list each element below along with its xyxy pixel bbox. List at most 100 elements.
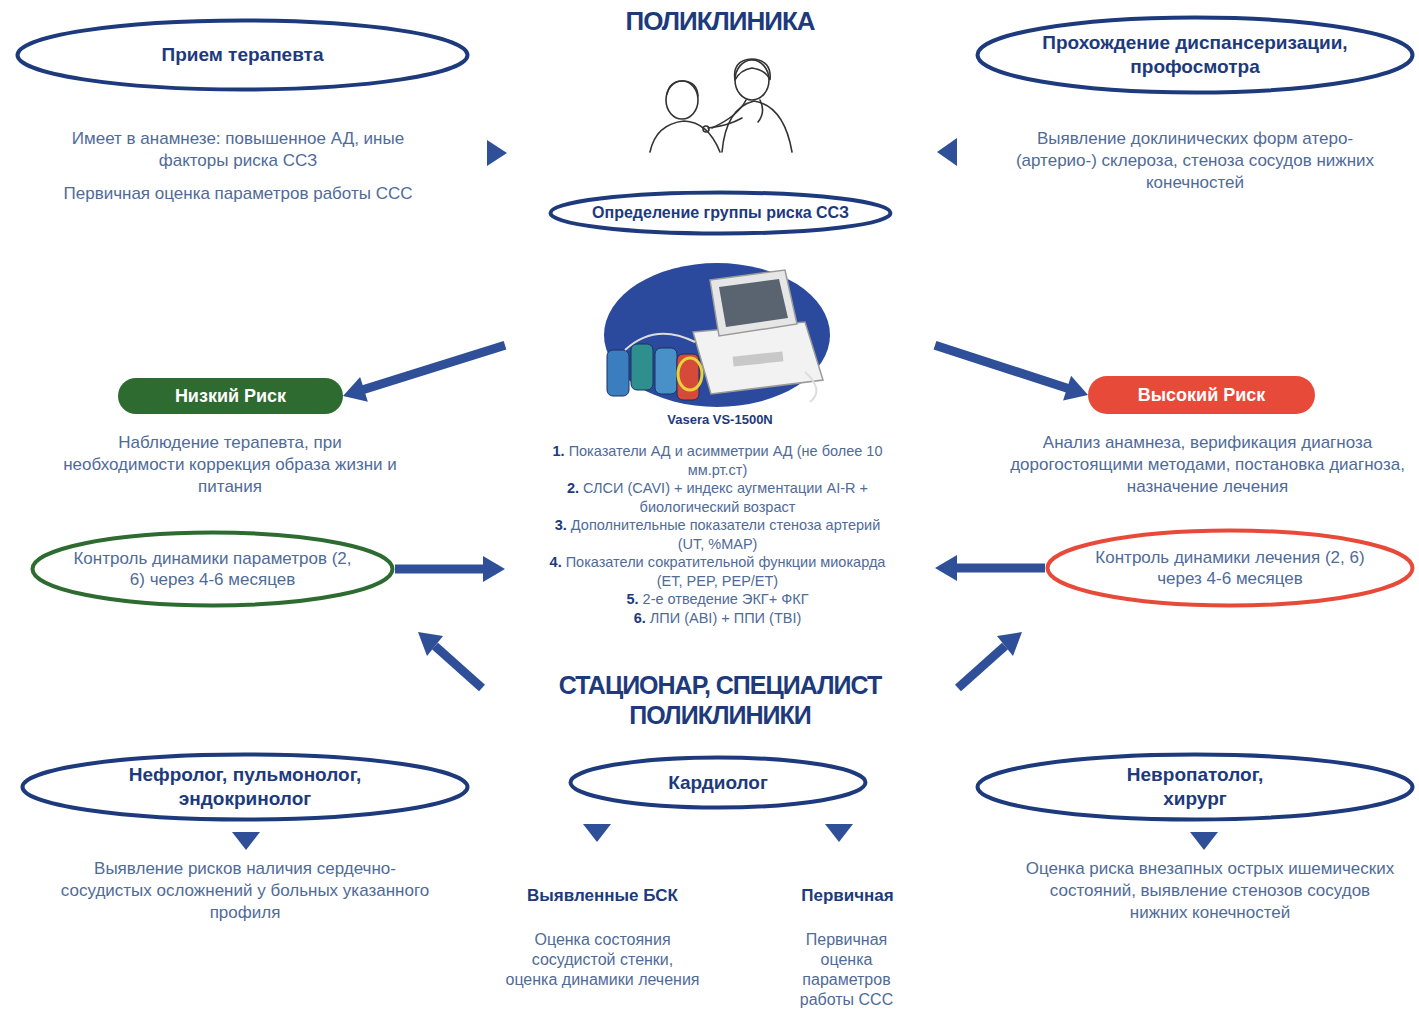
- item-text: Дополнительные показатели стеноза артери…: [571, 517, 880, 552]
- flow-arrow: [935, 555, 1045, 581]
- pointer-triangle: [583, 824, 611, 842]
- node-label: Прием терапевта: [162, 43, 324, 67]
- stethoscope: [712, 100, 763, 128]
- item-number: 6.: [634, 610, 646, 626]
- list-item: 1.Показатели АД и асимметрии АД (не боле…: [545, 442, 890, 479]
- process-ellipse: Прохождение диспансеризации, профосмотра: [975, 15, 1415, 95]
- arrow-head: [997, 632, 1022, 656]
- ellipse-shape: [975, 752, 1415, 822]
- node-label: Прохождение диспансеризации, профосмотра: [1023, 31, 1368, 79]
- flow-arrow: [343, 345, 505, 402]
- node-text-group: Высокий Риск: [1138, 384, 1266, 407]
- description-text: Первичная оценка параметров работы ССС: [789, 930, 904, 1010]
- item-text: СЛСИ (CAVI) + индекс аугментации AI-R + …: [583, 480, 868, 515]
- pointer-triangle: [487, 140, 507, 166]
- page-title: ПОЛИКЛИНИКА: [470, 6, 970, 37]
- ellipse-outline: [978, 18, 1413, 93]
- specialist-ellipse: Невропатолог, хирург: [975, 752, 1415, 822]
- pointer-triangle: [937, 138, 957, 166]
- patient-body: [650, 121, 720, 152]
- device-keys: [733, 351, 784, 366]
- arrow-head: [935, 555, 957, 581]
- description-text: Выявление доклинических форм атеро- (арт…: [995, 128, 1395, 194]
- doctor-illustration: [650, 59, 792, 152]
- device-screen: [719, 279, 788, 327]
- ellipse-outline: [33, 533, 393, 606]
- item-text: ЛПИ (ABI) + ППИ (TBI): [650, 610, 801, 626]
- item-number: 1.: [553, 443, 565, 459]
- process-ellipse: Определение группы риска ССЗ: [548, 190, 893, 236]
- arrow-head: [483, 556, 505, 582]
- ellipse-outline: [978, 755, 1413, 820]
- node-label: Определение группы риска ССЗ: [592, 203, 849, 223]
- node-text-group: Контроль динамики параметров (2, 6) чере…: [68, 548, 358, 591]
- device-caption: Vasera VS-1500N: [505, 412, 935, 427]
- patient-hair: [667, 81, 698, 96]
- item-number: 2.: [567, 480, 579, 496]
- arrow-head: [418, 632, 443, 656]
- cuff: [607, 350, 629, 396]
- node-text-group: Прием терапевта: [162, 43, 324, 67]
- arrow-shaft: [362, 345, 505, 390]
- node-text-group: Нефролог, пульмонолог, эндокринолог: [114, 763, 376, 811]
- stethoscope-head: [703, 126, 709, 132]
- pointer-triangle: [232, 832, 260, 850]
- list-item: 6.ЛПИ (ABI) + ППИ (TBI): [545, 609, 890, 628]
- ellipse-outline: [1048, 531, 1413, 606]
- node-label: Невропатолог, хирург: [1103, 763, 1288, 811]
- ellipse-outline: [18, 21, 468, 90]
- node-text-group: Определение группы риска ССЗ: [592, 203, 849, 223]
- cuff: [655, 348, 677, 394]
- node-label: Нефролог, пульмонолог, эндокринолог: [114, 763, 376, 811]
- doctor-head: [735, 60, 769, 100]
- description-text: Оценка состояния сосудистой стенки, оцен…: [505, 930, 700, 990]
- arrow-head: [1063, 376, 1088, 401]
- arrow-shaft: [955, 564, 1045, 573]
- arrow-head: [343, 377, 368, 402]
- risk-pill: Высокий Риск: [1088, 376, 1315, 414]
- arrow-shaft: [935, 345, 1069, 389]
- list-item: 2.СЛСИ (CAVI) + индекс аугментации AI-R …: [545, 479, 890, 516]
- node-label: Высокий Риск: [1138, 384, 1266, 407]
- item-text: Показатели сократительной функции миокар…: [566, 554, 886, 589]
- control-ellipse: Контроль динамики параметров (2, 6) чере…: [30, 530, 395, 608]
- list-item: 3.Дополнительные показатели стеноза арте…: [545, 516, 890, 553]
- description-text: Наблюдение терапевта, при необходимости …: [60, 432, 400, 498]
- node-label: Контроль динамики параметров (2, 6) чере…: [68, 548, 358, 591]
- list-item: 5. 2-е отведение ЭКГ+ ФКГ: [545, 590, 890, 609]
- ellipse-outline: [551, 193, 891, 234]
- pointer-triangle: [825, 824, 853, 842]
- item-text: 2-е отведение ЭКГ+ ФКГ: [643, 591, 809, 607]
- node-text-group: Контроль динамики лечения (2, 6) через 4…: [1085, 547, 1375, 590]
- specialist-ellipse: Нефролог, пульмонолог, эндокринолог: [20, 752, 470, 822]
- device-body: [693, 322, 823, 394]
- arrow-shaft: [435, 646, 482, 688]
- process-ellipse: Прием терапевта: [15, 18, 470, 92]
- description-text: Выявление рисков наличия сердечно-сосуди…: [60, 858, 430, 924]
- ellipse-outline: [571, 758, 866, 808]
- doctor-arm: [708, 118, 742, 128]
- item-number: 4.: [550, 554, 562, 570]
- specialist-ellipse: Кардиолог: [568, 755, 868, 810]
- device-backdrop: [604, 263, 830, 407]
- description-text: Имеет в анамнезе: повышенное АД, иные фа…: [38, 128, 438, 172]
- node-text-group: Низкий Риск: [175, 385, 286, 408]
- description-text: Анализ анамнеза, верификация диагноза до…: [1005, 432, 1410, 498]
- flow-arrow: [935, 345, 1088, 400]
- flow-arrow: [395, 556, 505, 582]
- cuff-ring: [678, 358, 702, 390]
- ellipse-shape: [975, 15, 1415, 95]
- node-label: Контроль динамики лечения (2, 6) через 4…: [1085, 547, 1375, 590]
- ellipse-shape: [20, 752, 470, 822]
- doctor-body: [722, 101, 792, 152]
- item-text: Показатели АД и асимметрии АД (не более …: [569, 443, 883, 478]
- item-number: 3.: [555, 517, 567, 533]
- sub-heading: Первичная: [770, 885, 925, 907]
- ellipse-shape: [30, 530, 395, 608]
- item-number: 5.: [626, 591, 638, 607]
- node-label: Низкий Риск: [175, 385, 286, 408]
- risk-pill: Низкий Риск: [118, 378, 343, 414]
- pointer-triangle: [1190, 832, 1218, 850]
- device-screen-frame: [710, 270, 797, 336]
